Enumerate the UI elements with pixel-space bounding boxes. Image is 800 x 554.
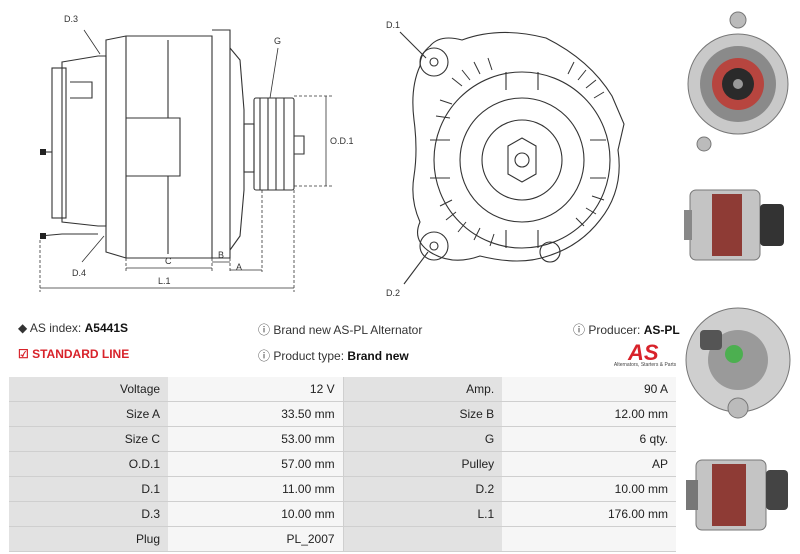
spec-label bbox=[343, 526, 503, 552]
spec-value: 10.00 mm bbox=[168, 501, 344, 527]
logo-tagline: Alternators, Starters & Parts bbox=[613, 362, 677, 368]
product-type-value: Brand new bbox=[347, 349, 409, 363]
product-photo-side bbox=[684, 189, 784, 261]
as-index: ◆ AS index: A5441S bbox=[18, 321, 128, 335]
spec-label: Size C bbox=[9, 426, 169, 452]
spec-label: Pulley bbox=[343, 451, 503, 477]
product-photo-angle bbox=[686, 459, 788, 531]
technical-drawing: D.3 G O.D.1 D.4 C B A L.1 D.1 D.2 bbox=[39, 14, 625, 298]
product-photo-rear bbox=[685, 307, 791, 419]
spec-label: Size A bbox=[9, 401, 169, 427]
brand-new-note: ⓘ Brand new AS-PL Alternator bbox=[258, 323, 423, 337]
spec-value: 11.00 mm bbox=[168, 476, 344, 502]
spec-label: L.1 bbox=[343, 501, 503, 527]
label-c: C bbox=[165, 256, 172, 266]
logo-text: AS bbox=[627, 340, 659, 365]
as-pl-logo: AS bbox=[627, 340, 659, 365]
label-od1: O.D.1 bbox=[330, 136, 354, 146]
label-l1: L.1 bbox=[158, 276, 171, 286]
spec-label: O.D.1 bbox=[9, 451, 169, 477]
spec-value: 57.00 mm bbox=[168, 451, 344, 477]
info-icon: ⓘ bbox=[258, 349, 271, 363]
product-type: ⓘ Product type: Brand new bbox=[258, 349, 409, 363]
spec-label: Amp. bbox=[343, 377, 503, 402]
as-index-value: A5441S bbox=[84, 321, 128, 335]
spec-value: AP bbox=[502, 451, 676, 477]
spec-value: 12.00 mm bbox=[502, 401, 676, 427]
spec-label: D.2 bbox=[343, 476, 503, 502]
producer: ⓘ Producer: AS-PL bbox=[573, 323, 680, 337]
spec-value: 176.00 mm bbox=[502, 501, 676, 527]
producer-value: AS-PL bbox=[643, 323, 680, 337]
label-d4: D.4 bbox=[72, 268, 86, 278]
spec-value: 33.50 mm bbox=[168, 401, 344, 427]
product-photo-front bbox=[687, 11, 789, 152]
label-a: A bbox=[236, 262, 242, 272]
spec-label: Size B bbox=[343, 401, 503, 427]
label-b: B bbox=[218, 250, 224, 260]
spec-value: 12 V bbox=[168, 377, 344, 402]
spec-value: 53.00 mm bbox=[168, 426, 344, 452]
spec-label: D.1 bbox=[9, 476, 169, 502]
spec-value: 10.00 mm bbox=[502, 476, 676, 502]
tag-icon: ◆ bbox=[18, 321, 28, 335]
spec-value: 90 A bbox=[502, 377, 676, 402]
spec-value: PL_2007 bbox=[168, 526, 344, 552]
spec-label: Voltage bbox=[9, 377, 169, 402]
label-d1: D.1 bbox=[386, 20, 400, 30]
standard-line: ☑ STANDARD LINE bbox=[18, 347, 130, 361]
check-square-icon: ☑ bbox=[18, 347, 29, 361]
info-icon: ⓘ bbox=[573, 323, 586, 337]
label-d2: D.2 bbox=[386, 288, 400, 298]
spec-label: G bbox=[343, 426, 503, 452]
spec-label: Plug bbox=[9, 526, 169, 552]
label-g: G bbox=[274, 36, 281, 46]
label-d3: D.3 bbox=[64, 14, 78, 24]
spec-label: D.3 bbox=[9, 501, 169, 527]
spec-value: 6 qty. bbox=[502, 426, 676, 452]
spec-value bbox=[502, 526, 676, 552]
info-icon: ⓘ bbox=[258, 323, 271, 337]
